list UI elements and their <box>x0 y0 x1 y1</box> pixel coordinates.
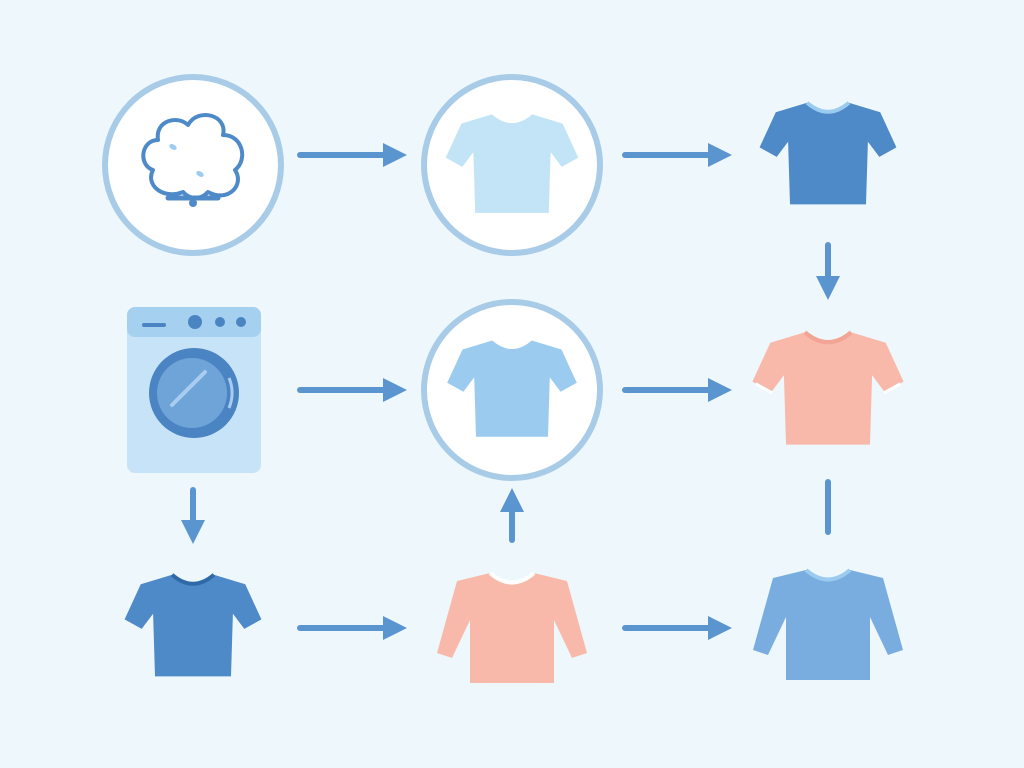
cotton-seed <box>196 171 204 177</box>
shirt-collar <box>488 571 536 585</box>
cotton-boll-icon <box>141 113 245 207</box>
cotton-boll <box>141 113 245 200</box>
shirt-body <box>753 570 903 680</box>
tshirt-light-blue-icon <box>447 340 577 437</box>
garment-shape <box>759 101 897 205</box>
cotton-boll-node <box>102 74 284 256</box>
tshirt-light-blue-node <box>421 299 603 481</box>
longsleeve-blue-node <box>753 568 903 680</box>
tshirt-dark-blue-icon <box>759 101 897 205</box>
shirt-collar <box>804 568 852 582</box>
washer-knob <box>188 315 202 329</box>
cotton-stem-knob <box>189 199 197 207</box>
washing-machine-icon <box>127 307 261 473</box>
shirt-body <box>445 114 579 213</box>
shirt-body <box>447 340 577 437</box>
garment-shape <box>437 571 587 683</box>
washer-button <box>215 317 225 327</box>
sleeve-stripe <box>754 382 774 395</box>
garment-shape <box>445 114 579 213</box>
garment-shape <box>124 573 262 677</box>
tshirt-pink-striped-icon <box>752 330 904 445</box>
tshirt-pale-icon <box>445 114 579 213</box>
door-handle <box>227 377 234 409</box>
garment-shape <box>753 568 903 680</box>
tshirt-dark-blue-icon <box>124 573 262 677</box>
shirt-body <box>124 574 262 677</box>
tshirt-dark-blue-node <box>124 573 262 677</box>
tshirt-pink-icon <box>437 571 587 683</box>
sleeve-stripe <box>882 382 902 395</box>
glass-reflection <box>170 370 207 407</box>
shirt-collar <box>170 573 216 586</box>
garment-shape <box>752 330 904 445</box>
garment-shape <box>447 340 577 437</box>
washer-button <box>236 317 246 327</box>
washer-display <box>142 323 166 327</box>
shirt-body <box>437 573 587 683</box>
washer-glass <box>157 358 227 428</box>
shirt-collar <box>803 330 853 345</box>
longsleeve-blue-icon <box>753 568 903 680</box>
tshirt-dark-blue-node <box>759 101 897 205</box>
tshirt-pink-striped-node <box>752 330 904 445</box>
shirt-collar <box>805 101 851 114</box>
washing-machine-node <box>127 307 261 473</box>
tshirt-pink-node <box>437 571 587 683</box>
cotton-seed <box>169 144 177 150</box>
shirt-body <box>752 332 904 445</box>
tshirt-pale-node <box>421 74 603 256</box>
shirt-body <box>759 102 897 205</box>
